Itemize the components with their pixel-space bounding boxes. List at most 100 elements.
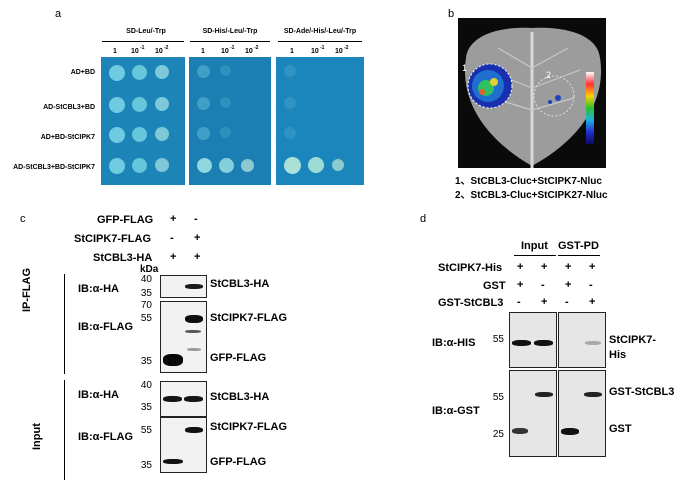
sign: +: [589, 296, 596, 308]
medium-header-3: SD-Ade/-His/-Leu/-Trp: [283, 28, 357, 35]
band-label-stcipk7-his-line1: StCIPK7-: [609, 334, 657, 346]
blot-band: [187, 348, 201, 351]
yeast-spot: [220, 97, 231, 108]
sign: +: [170, 251, 177, 263]
dilution-exp-2: -2: [254, 45, 259, 51]
band-label-gst: GST: [609, 423, 632, 435]
mw-marker: 40: [140, 380, 152, 391]
blot-gst-gst-pd: [558, 370, 606, 457]
mw-marker: 55: [492, 392, 504, 403]
sign: -: [541, 279, 545, 291]
blot-band: [512, 340, 531, 346]
group-label-input: Input: [31, 423, 43, 450]
dilution-10: 10: [131, 48, 139, 55]
sign: +: [517, 279, 524, 291]
column-underline-gst-pd: [558, 255, 600, 256]
ib-label-flag-input: IB:α-FLAG: [78, 431, 134, 443]
mw-marker: 35: [140, 356, 152, 367]
yeast-spot: [197, 158, 212, 173]
mw-marker: 40: [140, 274, 152, 285]
blot-band: [185, 427, 203, 433]
blot-band: [584, 392, 602, 397]
blot-his-gst-pd: [558, 312, 606, 368]
dilution-10: 10: [311, 48, 319, 55]
dilution-1: 1: [290, 48, 294, 55]
dilution-exp-2: -2: [164, 45, 169, 51]
blot-band: [163, 354, 183, 366]
yeast-spot: [332, 159, 344, 171]
sign: +: [541, 296, 548, 308]
blot-input-ha: [160, 381, 207, 417]
dilution-exp-1: -1: [230, 45, 235, 51]
blot-band: [163, 396, 182, 402]
yeast-spot: [284, 157, 301, 174]
column-label-input: Input: [521, 240, 548, 252]
blot-gst-input: [509, 370, 557, 457]
yeast-spot: [132, 127, 147, 142]
yeast-plate-sd-his-leu-trp: [189, 57, 271, 185]
yeast-row-label-1: AD+BD: [70, 69, 95, 76]
dilution-10: 10: [245, 48, 253, 55]
panel-label-a: a: [55, 8, 62, 20]
group-bracket-input: [64, 380, 65, 480]
ib-label-gst: IB:α-GST: [432, 405, 480, 417]
medium-header-2: SD-His/-Leu/-Trp: [202, 28, 258, 35]
mw-marker: 55: [140, 425, 152, 436]
yeast-spot: [220, 127, 231, 138]
blot-band: [185, 315, 203, 323]
medium-underline-3: [278, 41, 362, 42]
band-label-stcipk7-flag: StCIPK7-FLAG: [210, 312, 287, 324]
mw-marker: 35: [140, 460, 152, 471]
panel-label-c: c: [20, 213, 26, 225]
mw-marker: 35: [140, 288, 152, 299]
blot-band: [585, 341, 601, 345]
yeast-spot: [155, 158, 169, 172]
blot-band: [561, 428, 579, 435]
kda-label: kDa: [140, 264, 159, 275]
medium-underline-1: [102, 41, 184, 42]
yeast-spot: [109, 158, 125, 174]
yeast-spot: [155, 97, 169, 111]
dilution-1: 1: [113, 48, 117, 55]
yeast-spot: [109, 127, 125, 143]
band-label-stcbl3-ha: StCBL3-HA: [210, 391, 270, 403]
yeast-plate-sd-ade-his-leu-trp: [276, 57, 364, 185]
sign: +: [589, 261, 596, 273]
mw-marker: 35: [140, 402, 152, 413]
blot-band: [512, 428, 528, 434]
sign: +: [565, 261, 572, 273]
blot-his-input: [509, 312, 557, 368]
sign: -: [170, 232, 174, 244]
yeast-spot: [155, 65, 169, 79]
ib-label-ha-ip: IB:α-HA: [78, 283, 119, 295]
leaf-spot-label-1: 1: [462, 63, 468, 73]
band-label-gfp-flag: GFP-FLAG: [210, 352, 267, 364]
medium-header-1: SD-Leu/-Trp: [126, 28, 166, 35]
leaf-graphic: [464, 27, 602, 168]
dilution-1: 1: [201, 48, 205, 55]
condition-label-stcipk7-flag: StCIPK7-FLAG: [74, 233, 151, 245]
blot-ip-ha: [160, 275, 207, 298]
mw-marker: 70: [140, 300, 152, 311]
yeast-spot: [197, 65, 210, 78]
yeast-spot: [132, 97, 147, 112]
column-label-gst-pd: GST-PD: [558, 240, 599, 252]
condition-label-stcipk7-his: StCIPK7-His: [438, 262, 503, 274]
dilution-exp-2: -2: [344, 45, 349, 51]
dilution-10: 10: [335, 48, 343, 55]
yeast-row-label-2: AD-StCBL3+BD: [43, 104, 95, 111]
condition-label-gst-stcbl3: GST-StCBL3: [438, 297, 504, 309]
condition-label-gfp-flag: GFP-FLAG: [97, 214, 154, 226]
sign: -: [589, 279, 593, 291]
yeast-spot: [284, 97, 296, 109]
band-label-gst-stcbl3: GST-StCBL3: [609, 386, 675, 398]
yeast-spot: [308, 157, 324, 173]
dilution-10: 10: [155, 48, 163, 55]
yeast-spot: [241, 159, 254, 172]
blot-band: [535, 392, 553, 397]
blot-band: [534, 340, 553, 346]
band-label-stcipk7-his-line2: His: [609, 349, 627, 361]
panel-label-d: d: [420, 213, 427, 225]
blot-band: [184, 396, 203, 402]
ib-label-ha-input: IB:α-HA: [78, 389, 119, 401]
